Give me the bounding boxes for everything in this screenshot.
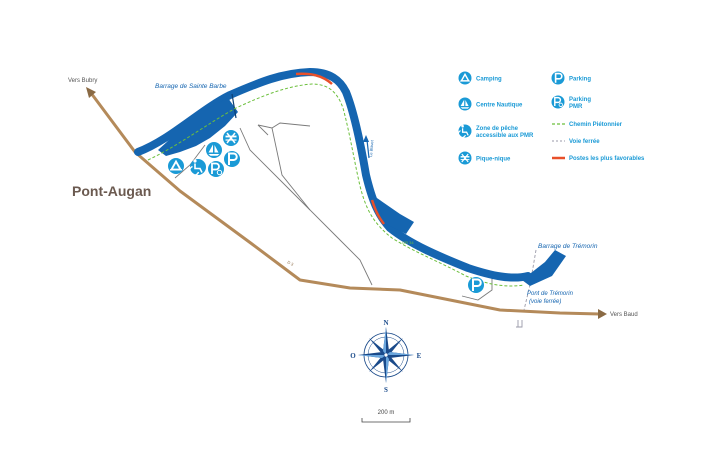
legend-item-chemin-pietonnier: Chemin Piétonnier <box>552 122 623 128</box>
legend-label-parking: Parking <box>569 77 591 83</box>
river-layer <box>134 68 566 286</box>
track-branch <box>239 127 311 211</box>
legend-item-zone-peche: Zone de pêche accessible aux PMR <box>457 124 534 139</box>
legend-item-postes-favorables: Postes les plus favorables <box>552 156 645 162</box>
compass-north: N <box>383 319 388 327</box>
label-footpath: GR 34 <box>402 240 414 245</box>
compass-west: O <box>350 352 356 360</box>
legend: Camping Centre Nautique Zone de pêche ac… <box>457 71 645 165</box>
legend-label-postes-favorables: Postes les plus favorables <box>569 156 645 162</box>
road-layer <box>86 87 607 319</box>
fishing-posts <box>295 72 385 225</box>
map-tent-icon[interactable] <box>168 158 184 174</box>
arrow-vers-baud <box>598 309 607 319</box>
legend-item-parking-pmr: Parking PMR <box>551 95 591 110</box>
legend-label-pique-nique: Pique-nique <box>476 157 511 163</box>
scale-label: 200 m <box>378 410 395 416</box>
legend-item-parking: Parking <box>551 71 591 85</box>
compass-east: E <box>417 352 422 360</box>
river-channel <box>134 68 532 282</box>
track-main-north <box>271 127 373 286</box>
label-voie-ferree: (voie ferrée) <box>529 299 561 305</box>
map-wheelchair-icon[interactable] <box>188 158 206 176</box>
label-vers-bubry: Vers Bubry <box>68 78 97 84</box>
fishing-post-north <box>295 72 333 85</box>
label-pont-tremorin: Pont de Trémorin <box>527 291 574 297</box>
lake-sainte-barbe <box>158 98 238 156</box>
river-tremorin-reach <box>522 250 566 286</box>
fishing-post-bend <box>370 199 385 225</box>
map-parking-pmr-icon[interactable] <box>208 161 224 177</box>
river-side-arm <box>374 196 414 234</box>
main-road <box>89 91 602 316</box>
place-labels: Pont-Augan Vers Bubry Vers Baud Barrage … <box>68 78 638 318</box>
track-riverside <box>257 124 269 136</box>
label-vers-baud: Vers Baud <box>610 312 638 318</box>
legend-label-chemin-pietonnier: Chemin Piétonnier <box>569 122 623 128</box>
legend-item-voie-ferree: Voie ferrée <box>552 139 600 145</box>
railway-south <box>516 320 523 328</box>
legend-label-centre-nautique: Centre Nautique <box>476 103 523 109</box>
legend-item-camping: Camping <box>458 71 502 85</box>
legend-label-zone-peche-2: accessible aux PMR <box>476 133 534 139</box>
map-parking-icon[interactable] <box>224 151 240 167</box>
legend-label-zone-peche-1: Zone de pêche <box>476 126 519 132</box>
place-name-pont-augan: Pont-Augan <box>72 183 151 199</box>
legend-label-camping: Camping <box>476 77 502 83</box>
map-picnic-icon[interactable] <box>223 130 239 146</box>
label-barrage-tremorin: Barrage de Trémorin <box>538 243 598 250</box>
railway-layer <box>516 249 537 328</box>
compass-south: S <box>384 386 388 394</box>
footpath <box>147 83 525 287</box>
label-river: Le Blavet <box>368 139 375 157</box>
legend-label-voie-ferree: Voie ferrée <box>569 139 600 145</box>
scale-bar: 200 m <box>361 410 411 423</box>
flow-arrow <box>363 135 370 159</box>
legend-item-pique-nique: Pique-nique <box>458 151 511 165</box>
arrow-vers-bubry <box>86 87 96 98</box>
legend-label-parking-pmr-1: Parking <box>569 97 591 103</box>
legend-item-centre-nautique: Centre Nautique <box>458 97 523 111</box>
barrage-sainte-barbe-line <box>231 93 237 119</box>
map-facilities <box>168 130 484 293</box>
map-parking-icon-tremorin[interactable] <box>468 277 484 293</box>
local-tracks <box>174 122 493 301</box>
label-barrage-sainte-barbe: Barrage de Sainte Barbe <box>155 83 227 90</box>
label-road-d3: D 3 <box>287 259 296 267</box>
map-sailboat-icon[interactable] <box>206 142 222 158</box>
track-campsite <box>257 122 311 129</box>
track-west <box>174 144 206 179</box>
legend-label-parking-pmr-2: PMR <box>569 104 583 110</box>
compass-rose: N S E O <box>350 319 421 394</box>
